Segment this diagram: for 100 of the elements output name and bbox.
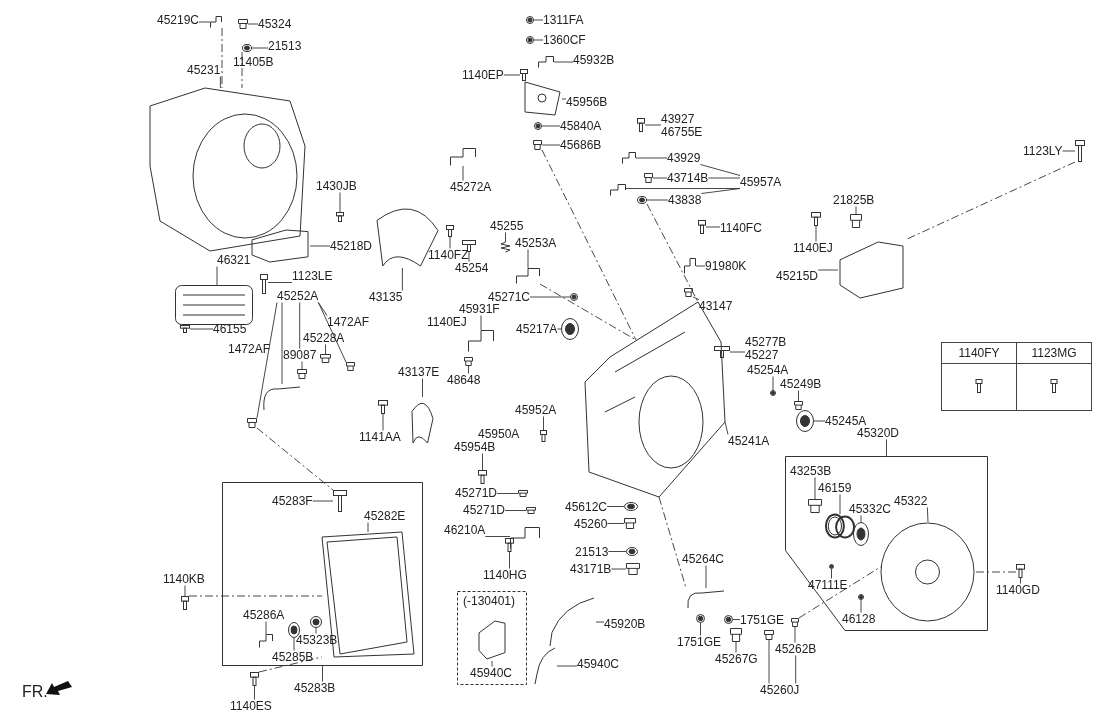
leader-line: [794, 626, 796, 643]
leader-line: [247, 23, 259, 25]
part-number: 45254: [455, 261, 489, 275]
leader-line: [254, 685, 255, 700]
leader-line: [496, 493, 519, 494]
leader-line: [831, 568, 832, 579]
part-number: 1430JB: [316, 179, 357, 193]
leader-line: [541, 125, 561, 127]
part-number: 45612C: [565, 500, 608, 514]
leader-line: [652, 177, 668, 179]
leader-line: [772, 376, 774, 391]
part-number: 1141AA: [359, 430, 401, 444]
part-number: 43137E: [398, 365, 440, 379]
leader-line: [491, 660, 493, 667]
leader-line: [732, 619, 741, 620]
part-number: 45245A: [825, 414, 867, 428]
leader-line: [367, 522, 369, 533]
leader-line: [798, 390, 799, 402]
leader-line: [705, 226, 721, 228]
leader-line: [1020, 577, 1021, 584]
part-number: 45255: [490, 219, 524, 233]
leader-line: [315, 627, 317, 634]
leader-line: [189, 328, 214, 330]
direction-label: FR.: [22, 683, 48, 701]
part-number: 45267G: [715, 652, 758, 666]
part-number: 43135: [369, 290, 403, 304]
part-number: 1140ES: [230, 699, 272, 713]
part-number: 11405B: [233, 56, 274, 69]
part-number: 45282E: [364, 509, 406, 523]
leader-line: [504, 510, 527, 511]
part-number: 45271D: [463, 503, 506, 517]
leader-line: [553, 61, 574, 63]
leader-line: [317, 302, 347, 363]
leader-line: [505, 232, 506, 243]
part-number: 45952A: [515, 403, 557, 417]
leader-line: [595, 621, 605, 623]
leader-line: [607, 551, 627, 552]
part-number: 46159: [818, 481, 852, 495]
part-number: 1123LY: [1023, 144, 1063, 158]
part-number: 45931F: [459, 302, 500, 316]
leader-line: [926, 507, 929, 523]
part-number: 1140KB: [163, 572, 205, 586]
leader-line: [768, 639, 770, 684]
part-number: 45252A: [277, 289, 319, 303]
part-number: 1140FC: [720, 221, 762, 235]
part-number: 45227: [745, 349, 780, 362]
table-header: 1140FY: [941, 342, 1017, 364]
part-number: 1751GE: [677, 635, 722, 649]
leader-line: [813, 420, 826, 422]
leader-line: [724, 421, 729, 435]
part-number: 1751GE: [740, 613, 785, 627]
assembly-line: [541, 149, 637, 341]
leader-line: [692, 296, 700, 300]
leader-line: [527, 249, 529, 269]
assembly-line: [646, 203, 699, 303]
part-number: 43838: [668, 193, 702, 207]
part-number: 45217A: [516, 322, 558, 336]
leader-line: [695, 265, 706, 267]
part-number: 45249B: [780, 377, 822, 391]
leader-line: [606, 523, 625, 524]
part-number: 21513: [575, 545, 609, 559]
part-number: 45228A: [303, 331, 345, 345]
part-number: 45262B: [775, 642, 817, 656]
leader-line: [561, 98, 567, 100]
part-number: 1472AF: [327, 315, 370, 329]
leader-line: [529, 296, 571, 298]
leader-line: [855, 206, 857, 215]
assembly-line: [539, 283, 637, 341]
part-number: 43171B: [570, 562, 612, 576]
leader-line: [817, 269, 839, 271]
leader-line: [625, 188, 741, 189]
part-number: 21513: [268, 39, 302, 53]
part-number: 45285B: [272, 650, 314, 664]
part-number: 46755E: [661, 126, 703, 139]
leader-line: [317, 302, 328, 316]
part-number: 45241A: [728, 434, 770, 448]
part-number: 45277B: [745, 336, 787, 349]
leader-line: [860, 515, 862, 523]
leader-line: [610, 568, 627, 570]
part-number: 45231: [187, 63, 221, 77]
part-number: 46128: [842, 612, 876, 626]
part-number: 45260J: [760, 683, 800, 697]
part-number: 45322: [894, 494, 928, 508]
assembly-line: [221, 27, 223, 89]
leader-line: [815, 225, 817, 242]
part-number: 45254A: [747, 363, 789, 377]
part-number: 45219C: [157, 13, 200, 27]
leader-line: [700, 622, 701, 636]
leader-line: [216, 266, 218, 286]
leader-line: [886, 439, 887, 457]
leader-line: [198, 21, 211, 23]
part-number: 1360CF: [543, 33, 586, 47]
leader-line: [219, 76, 221, 89]
leader-line: [543, 416, 544, 431]
part-number: 48648: [447, 373, 481, 387]
leader-line: [735, 641, 737, 653]
leader-line: [503, 74, 521, 76]
part-number: 45283F: [272, 494, 313, 508]
part-number: 45332C: [849, 502, 892, 516]
table-header: 1123MG: [1016, 342, 1092, 364]
